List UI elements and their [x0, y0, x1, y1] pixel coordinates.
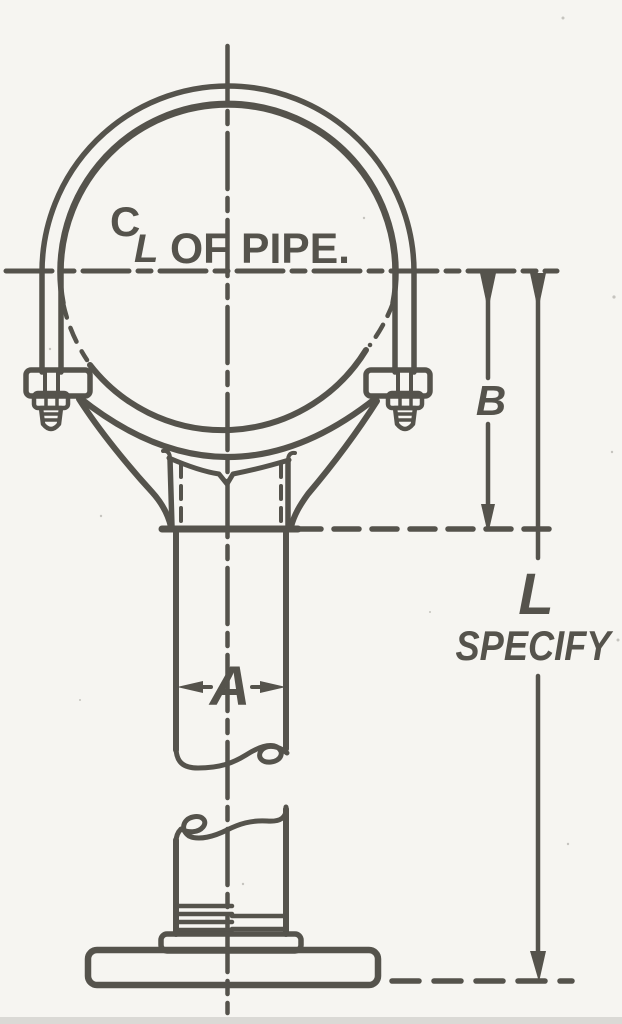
- yoke-hidden-pipe-lines: [179, 462, 283, 526]
- u-bolt-inner: [58, 102, 398, 275]
- u-bolt-leg-stubs: [43, 370, 413, 394]
- saddle-curve-right: [288, 398, 380, 530]
- bolt-left: [31, 390, 71, 432]
- clamp-strap-lower-edge: [77, 395, 379, 460]
- stanchion-pipe-lower: [84, 804, 382, 989]
- centerline-note: C L OF PIPE.: [110, 198, 350, 273]
- nut-right: [392, 405, 418, 432]
- dim-l-arrow-up: [530, 273, 546, 301]
- bolt-right: [385, 390, 425, 432]
- nut-left: [38, 405, 64, 432]
- pipe-circle-hidden-left: [60, 300, 90, 363]
- stanchion-pipe-upper: [173, 528, 290, 771]
- dim-b-label: B: [476, 377, 506, 424]
- thread-lines: [174, 903, 289, 933]
- paper-speckles: [48, 16, 620, 886]
- dim-l-note: SPECIFY: [456, 622, 614, 669]
- base-plate: [84, 946, 382, 989]
- dim-b-arrow-up: [480, 273, 496, 301]
- dim-l-arrow-down: [530, 951, 546, 982]
- dim-b-arrow-down: [481, 504, 495, 530]
- u-bolt-outer: [39, 83, 417, 275]
- u-bolt: [39, 83, 417, 394]
- pipe-circle-hidden-right: [367, 300, 396, 348]
- dim-a-arrow-right: [260, 681, 286, 693]
- centerline-note-subscript-l: L: [134, 227, 158, 271]
- centerline-note-c: C: [110, 198, 140, 245]
- pipe-break-lower: [173, 804, 289, 845]
- dimension-b: B: [476, 273, 506, 530]
- saddle-curve-left: [76, 396, 174, 530]
- stanchion-yoke: [158, 448, 302, 533]
- scan-bottom-edge: [0, 1017, 622, 1024]
- clamp-ear-right: [363, 367, 433, 399]
- yoke-top-wings: [166, 455, 292, 487]
- dimension-a: A: [177, 654, 286, 717]
- dimension-l: L SPECIFY: [456, 273, 614, 982]
- yoke-sides: [167, 456, 291, 530]
- centerline-note-text: OF PIPE.: [170, 225, 350, 273]
- dim-a-label: A: [208, 654, 250, 717]
- dim-a-arrow-left: [177, 681, 203, 693]
- pipe-break-upper: [173, 743, 290, 771]
- u-bolt-legs: [39, 269, 417, 375]
- dim-l-label: L: [518, 562, 553, 627]
- saddle-gusset: [76, 396, 380, 530]
- pipe-circle-bottom-arc: [87, 347, 369, 434]
